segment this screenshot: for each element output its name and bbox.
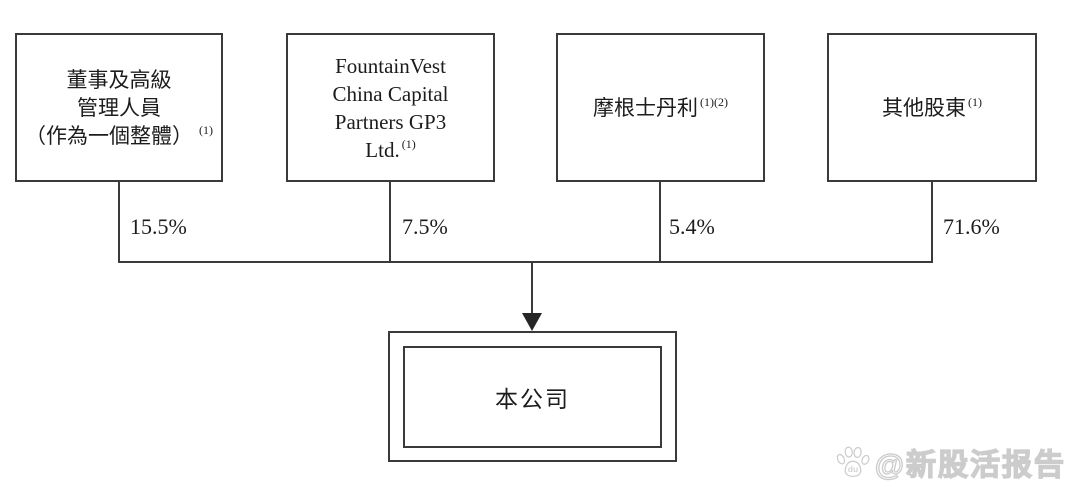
shareholder-name-line: China Capital (332, 81, 449, 106)
company-box: 本公司 (388, 331, 677, 462)
connector-vline-morgan-stanley (659, 182, 661, 263)
footnote-superscript: (1) (968, 94, 982, 109)
shareholder-box-other-shareholders: 其他股東(1) (827, 33, 1037, 182)
shareholder-name-line: Ltd.(1) (365, 136, 416, 162)
shareholder-name-line: Partners GP3 (334, 109, 447, 134)
shareholder-box-directors: 董事及高級 管理人員 （作為一個整體）(1) (15, 33, 223, 182)
shareholder-name-line: 管理人員 (77, 95, 161, 120)
footnote-superscript: (1) (401, 136, 416, 151)
watermark: du @新股活报告 (835, 440, 1066, 484)
connector-vline-directors (118, 182, 120, 263)
baidu-paw-icon: du (836, 446, 870, 477)
shareholder-name-line: （作為一個整體）(1) (25, 122, 213, 148)
connector-bus-line (118, 261, 933, 263)
ownership-percentage-label: 5.4% (669, 214, 715, 239)
connector-arrow-line (531, 261, 533, 315)
shareholder-name-line: 摩根士丹利(1)(2) (593, 94, 728, 120)
company-box-inner: 本公司 (403, 346, 662, 448)
company-label: 本公司 (495, 387, 570, 412)
connector-vline-other-shareholders (931, 182, 933, 263)
connector-vline-fountainvest (389, 182, 391, 263)
watermark-text: @新股活报告 (874, 448, 1066, 482)
baidu-paw-icon-label: du (848, 464, 858, 474)
shareholder-name-line: 董事及高級 (66, 67, 172, 92)
ownership-percentage-label: 7.5% (402, 214, 448, 239)
ownership-percentage-label: 71.6% (943, 214, 1000, 239)
arrow-down-icon (522, 313, 542, 331)
footnote-superscript: (1) (199, 122, 213, 137)
shareholder-box-morgan-stanley: 摩根士丹利(1)(2) (556, 33, 765, 182)
shareholder-name-line: FountainVest (335, 53, 446, 78)
ownership-percentage-label: 15.5% (130, 214, 187, 239)
footnote-superscript: (1)(2) (700, 94, 728, 109)
shareholder-name-line: 其他股東(1) (882, 94, 982, 120)
shareholder-box-fountainvest: FountainVest China Capital Partners GP3 … (286, 33, 495, 182)
